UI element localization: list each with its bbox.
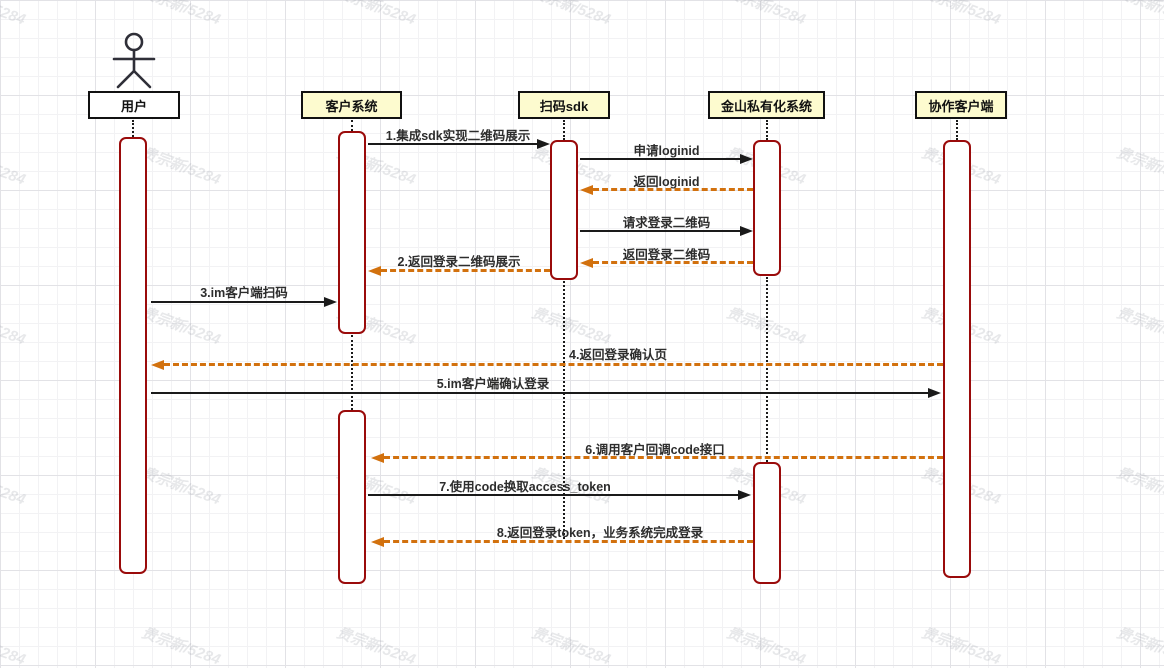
- watermark: 贵宗新/5284: [0, 304, 28, 349]
- lifeline-collab-client: [956, 120, 958, 140]
- watermark: 贵宗新/5284: [529, 304, 613, 349]
- watermark: 贵宗新/5284: [919, 624, 1003, 668]
- lifeline-user: [132, 120, 134, 137]
- watermark: 贵宗新/5284: [724, 624, 808, 668]
- watermark: 贵宗新/5284: [0, 144, 28, 189]
- watermark: 贵宗新/5284: [0, 624, 28, 668]
- lifeline-scan-sdk: [563, 281, 565, 539]
- watermark: 贵宗新/5284: [139, 144, 223, 189]
- message-label: 6.调用客户回调code接口: [585, 443, 725, 457]
- participant-label: 金山私有化系统: [720, 98, 812, 114]
- watermark: 贵宗新/5284: [334, 624, 418, 668]
- arrowhead-right-icon: [740, 154, 753, 164]
- watermark: 贵宗新/5284: [1114, 0, 1164, 29]
- watermark: 贵宗新/5284: [0, 464, 28, 509]
- message-line: [593, 188, 753, 191]
- arrowhead-left-icon: [371, 453, 384, 463]
- message-label: 返回loginid: [633, 175, 700, 189]
- arrowhead-right-icon: [738, 490, 751, 500]
- activation-customer-system-1[interactable]: [338, 131, 366, 334]
- participant-label: 客户系统: [325, 98, 378, 114]
- watermark: 贵宗新/5284: [529, 624, 613, 668]
- watermark: 贵宗新/5284: [139, 304, 223, 349]
- activation-collab-client[interactable]: [943, 140, 971, 578]
- activation-kingsoft-system-2[interactable]: [753, 462, 781, 584]
- user-actor-icon[interactable]: [108, 30, 160, 90]
- participant-scan-sdk[interactable]: 扫码sdk: [518, 91, 610, 119]
- activation-user[interactable]: [119, 137, 147, 574]
- message-label: 返回登录二维码: [622, 248, 711, 262]
- message-line: [593, 261, 753, 264]
- message-line: [580, 230, 741, 232]
- watermark: 贵宗新/5284: [724, 0, 808, 29]
- message-label: 1.集成sdk实现二维码展示: [385, 129, 531, 143]
- watermark: 贵宗新/5284: [1114, 624, 1164, 668]
- participant-label: 扫码sdk: [539, 98, 589, 114]
- message-label: 4.返回登录确认页: [569, 348, 667, 362]
- watermark: 贵宗新/5284: [1114, 144, 1164, 189]
- participant-user[interactable]: 用户: [88, 91, 180, 119]
- message-line: [384, 456, 943, 459]
- participant-label: 用户: [120, 98, 147, 114]
- message-line: [580, 158, 741, 160]
- lifeline-customer-system: [351, 120, 353, 131]
- message-label: 3.im客户端扫码: [200, 286, 288, 300]
- lifeline-scan-sdk: [563, 120, 565, 140]
- watermark: 贵宗新/5284: [139, 464, 223, 509]
- message-label: 7.使用code换取access_token: [439, 480, 611, 494]
- activation-kingsoft-system-1[interactable]: [753, 140, 781, 276]
- message-label: 8.返回登录token，业务系统完成登录: [496, 526, 704, 540]
- participant-kingsoft-private-system[interactable]: 金山私有化系统: [708, 91, 825, 119]
- participant-customer-system[interactable]: 客户系统: [301, 91, 402, 119]
- message-line: [381, 269, 550, 272]
- watermark: 贵宗新/5284: [334, 0, 418, 29]
- participant-label: 协作客户端: [928, 98, 994, 114]
- watermark: 贵宗新/5284: [139, 0, 223, 29]
- message-line: [368, 494, 738, 496]
- message-line: [384, 540, 753, 543]
- message-label: 2.返回登录二维码展示: [397, 255, 521, 269]
- activation-scan-sdk[interactable]: [550, 140, 578, 280]
- arrowhead-right-icon: [324, 297, 337, 307]
- message-label: 申请loginid: [633, 144, 700, 158]
- arrowhead-right-icon: [740, 226, 753, 236]
- watermark: 贵宗新/5284: [0, 0, 28, 29]
- watermark: 贵宗新/5284: [139, 624, 223, 668]
- arrowhead-left-icon: [371, 537, 384, 547]
- arrowhead-left-icon: [580, 258, 593, 268]
- watermark: 贵宗新/5284: [919, 0, 1003, 29]
- message-line: [164, 363, 943, 366]
- arrowhead-left-icon: [580, 185, 593, 195]
- watermark: 贵宗新/5284: [1114, 304, 1164, 349]
- arrowhead-left-icon: [151, 360, 164, 370]
- lifeline-kingsoft-system: [766, 120, 768, 140]
- message-line: [368, 143, 538, 145]
- message-line: [151, 392, 929, 394]
- message-line: [151, 301, 325, 303]
- arrowhead-right-icon: [928, 388, 941, 398]
- arrowhead-left-icon: [368, 266, 381, 276]
- lifeline-customer-system: [351, 335, 353, 410]
- message-label: 请求登录二维码: [622, 216, 711, 230]
- watermark: 贵宗新/5284: [1114, 464, 1164, 509]
- activation-customer-system-2[interactable]: [338, 410, 366, 584]
- arrowhead-right-icon: [537, 139, 550, 149]
- lifeline-kingsoft-system: [766, 277, 768, 462]
- message-label: 5.im客户端确认登录: [436, 377, 550, 391]
- watermark: 贵宗新/5284: [529, 0, 613, 29]
- participant-collab-client[interactable]: 协作客户端: [915, 91, 1007, 119]
